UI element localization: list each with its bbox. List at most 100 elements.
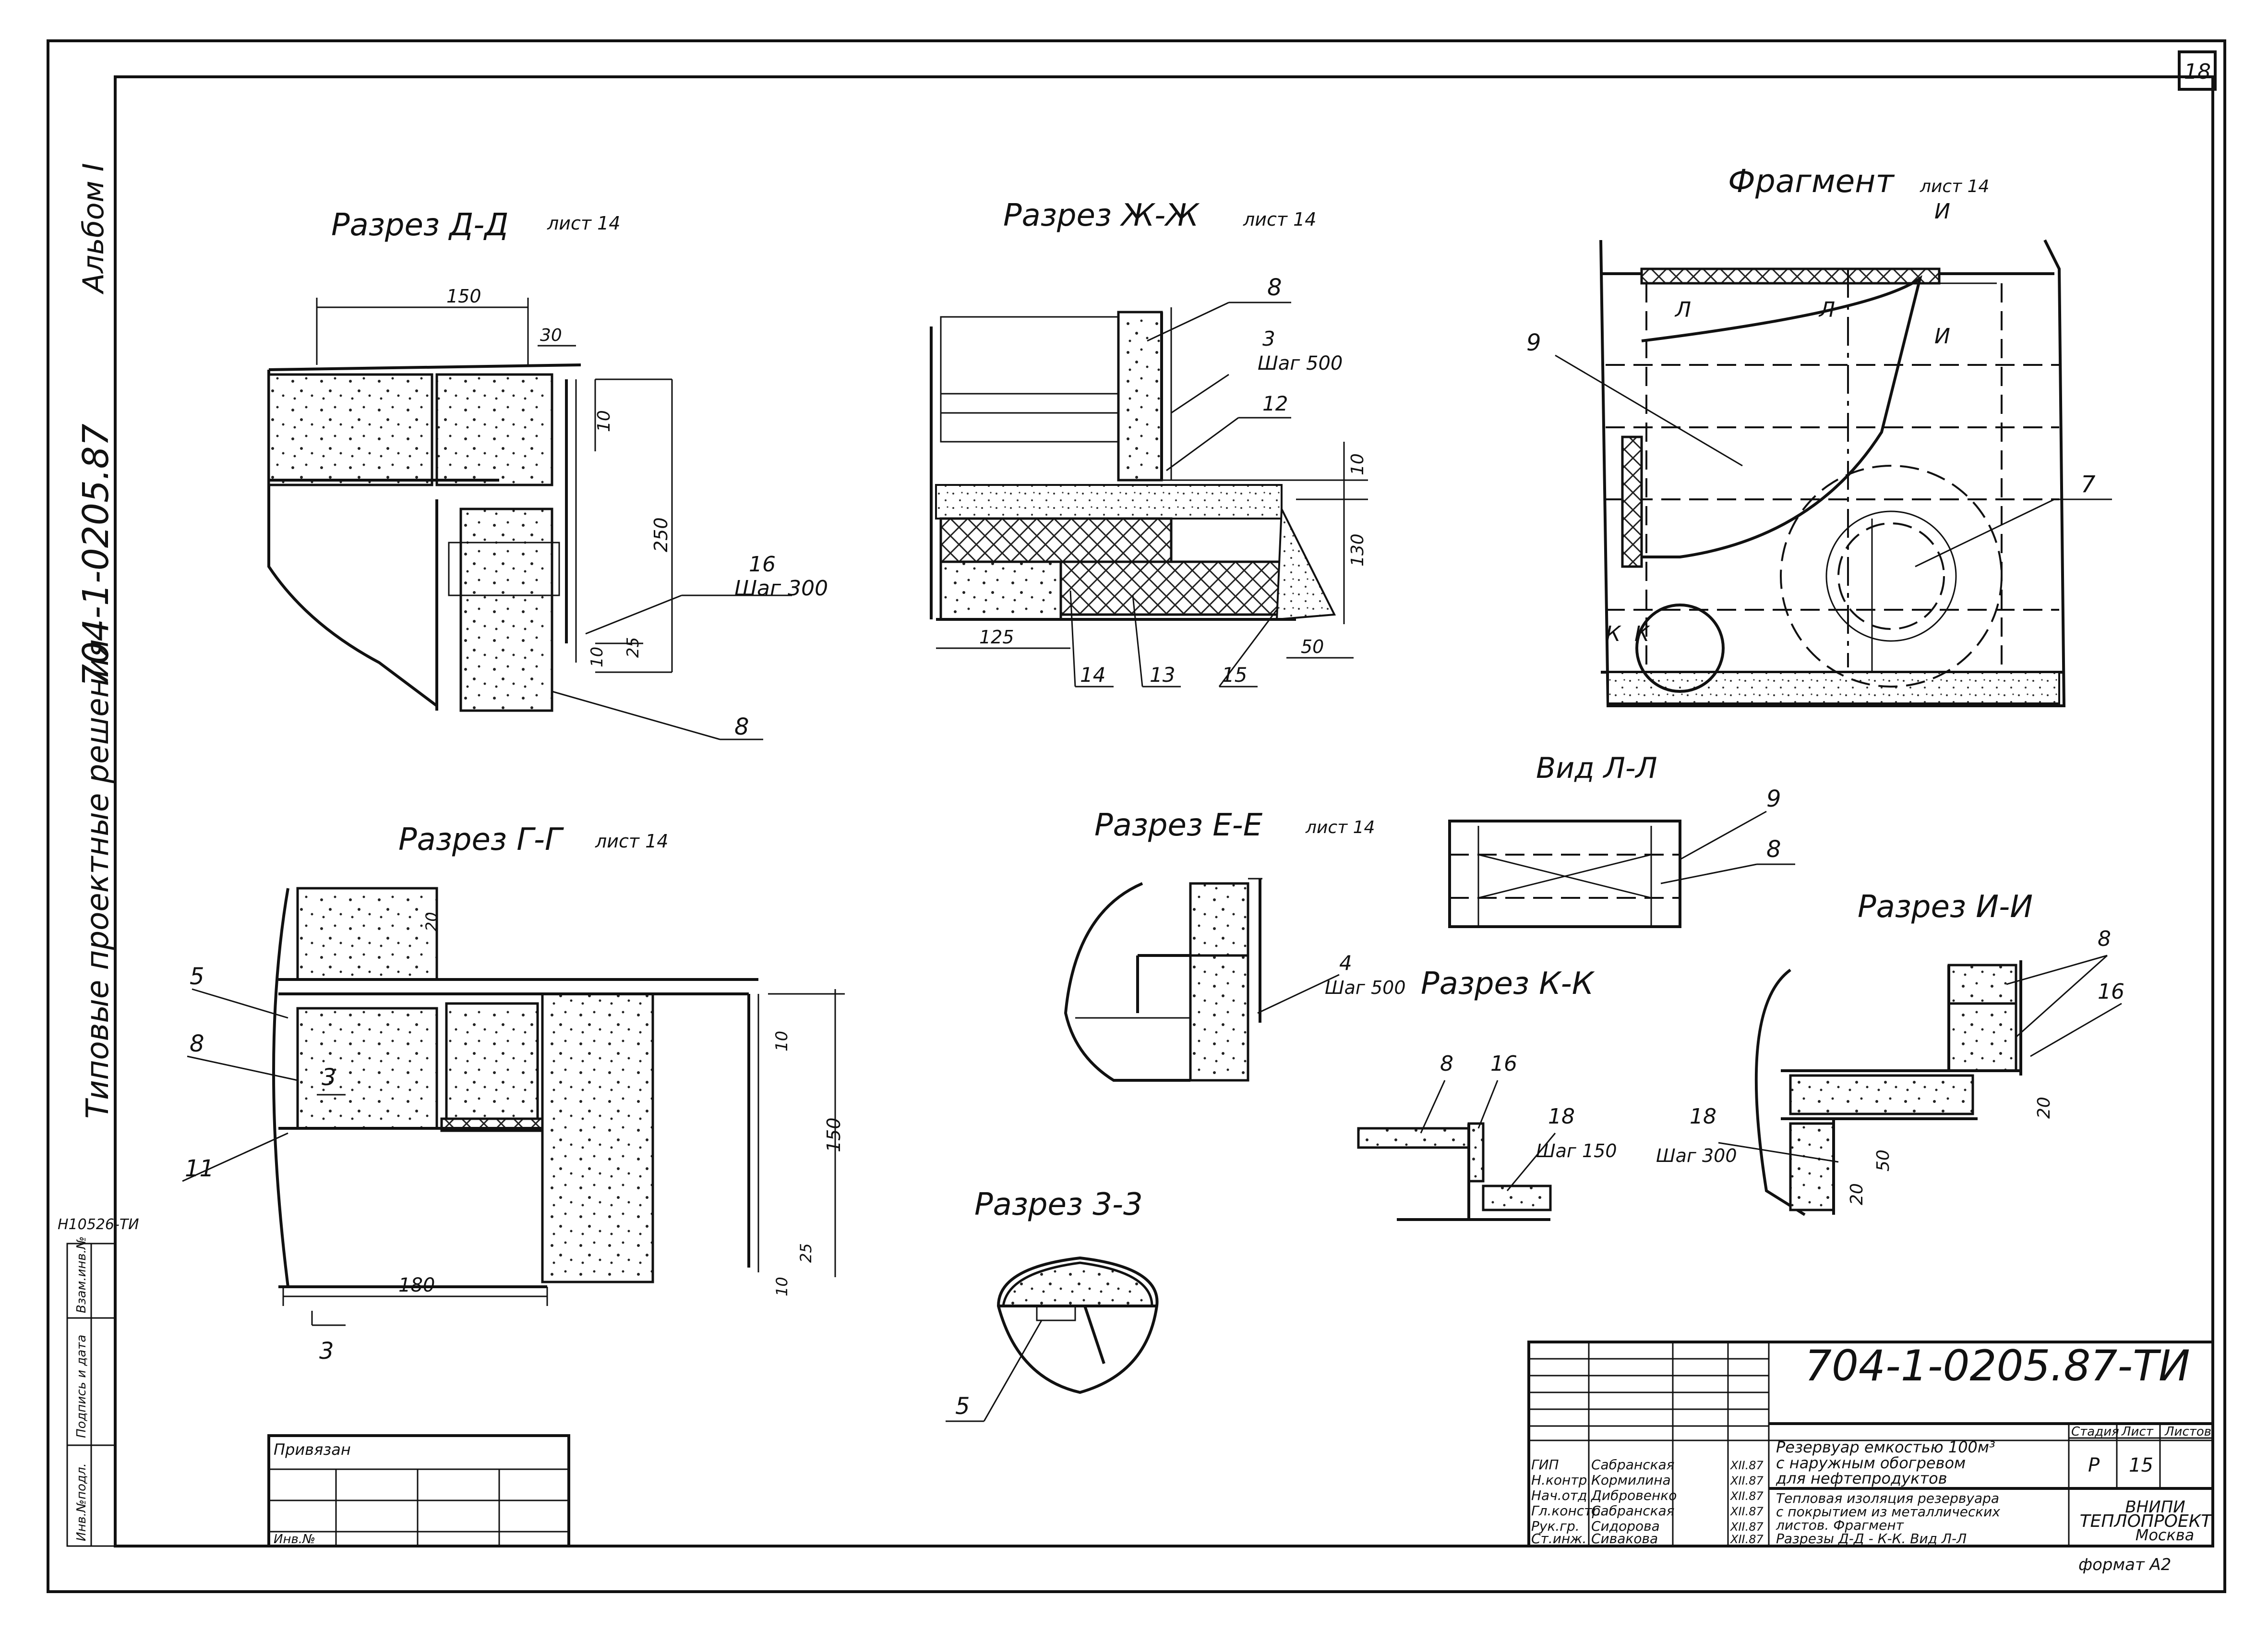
svg-text:25: 25 <box>624 637 643 658</box>
svg-text:И: И <box>1934 199 1950 224</box>
outer-frame <box>47 39 2226 1593</box>
svg-text:Сидорова: Сидорова <box>1591 1518 1660 1534</box>
view-gg: Разрез Г-Г лист 14 150 10 20 25 10 180 5… <box>182 822 845 1365</box>
svg-text:30: 30 <box>540 326 562 345</box>
svg-text:И: И <box>1934 324 1950 349</box>
svg-text:Привязан: Привязан <box>274 1440 351 1459</box>
zz-ref: лист 14 <box>1243 209 1316 230</box>
svg-text:8: 8 <box>190 1030 204 1057</box>
view-33: Разрез 3-3 5 <box>946 1187 1159 1422</box>
svg-text:Шаг 500: Шаг 500 <box>1258 352 1343 375</box>
svg-text:18: 18 <box>1690 1104 1716 1129</box>
svg-text:Сабранская: Сабранская <box>1591 1503 1675 1519</box>
svg-text:9: 9 <box>1526 329 1541 356</box>
ll-title: Вид Л-Л <box>1536 751 1657 785</box>
view-ii: Разрез И-И 8 16 20 50 20 18 Шаг 300 <box>1656 889 2124 1216</box>
svg-text:Рук.гр.: Рук.гр. <box>1531 1518 1580 1534</box>
zz-title: Разрез Ж-Ж <box>1003 198 1200 233</box>
svg-text:Сивакова: Сивакова <box>1591 1531 1658 1547</box>
svg-text:Гл.констр.: Гл.констр. <box>1531 1503 1605 1519</box>
dd-insulation-wall <box>459 508 553 712</box>
title-block: 704-1-0205.87-ТИ ГИП Сабранская XII.87 Н… <box>1527 1341 2214 1547</box>
svg-text:Кормилина: Кормилина <box>1591 1472 1671 1488</box>
svg-text:Шаг 300: Шаг 300 <box>1656 1145 1737 1166</box>
gg-insulation-main <box>296 1007 438 1130</box>
svg-text:8: 8 <box>1440 1052 1453 1076</box>
svg-text:3: 3 <box>1262 327 1275 351</box>
svg-text:Дибровенко: Дибровенко <box>1590 1487 1677 1503</box>
svg-text:Резервуар емкостью 100м³: Резервуар емкостью 100м³ <box>1776 1438 1995 1456</box>
svg-text:8: 8 <box>1267 274 1282 301</box>
archive-number: Н10526-ТИ <box>58 1216 139 1233</box>
ii-title: Разрез И-И <box>1858 889 2033 925</box>
svg-text:с наружным обогревом: с наружным обогревом <box>1776 1454 1966 1472</box>
stamp-inv-podl: Инв.№подл. <box>74 1463 89 1541</box>
binding-block: Привязан Инв.№ <box>267 1434 570 1547</box>
svg-text:Л: Л <box>1818 298 1835 322</box>
sheet-corner-number: 18 <box>2184 60 2211 84</box>
ee-title: Разрез Е-Е <box>1094 808 1263 843</box>
format-note: формат А2 <box>2078 1555 2171 1574</box>
svg-text:10: 10 <box>1348 453 1368 475</box>
svg-text:Разрезы Д-Д - К-К. Вид Л-Л: Разрезы Д-Д - К-К. Вид Л-Л <box>1776 1531 1967 1547</box>
svg-text:10: 10 <box>773 1277 791 1296</box>
svg-text:8: 8 <box>1766 836 1781 863</box>
svg-text:18: 18 <box>1548 1104 1575 1129</box>
svg-text:130: 130 <box>1348 533 1368 567</box>
left-stamp: Инв.№подл. Подпись и дата Взам.инв.№ <box>66 1236 116 1547</box>
svg-text:16: 16 <box>2098 979 2124 1004</box>
s33-title: Разрез 3-3 <box>974 1187 1143 1222</box>
svg-text:3: 3 <box>319 1338 334 1365</box>
svg-text:10: 10 <box>588 647 607 667</box>
svg-text:150: 150 <box>823 1117 844 1152</box>
kk-title: Разрез К-К <box>1421 966 1595 1002</box>
svg-text:14: 14 <box>1080 663 1105 687</box>
svg-text:XII.87: XII.87 <box>1729 1459 1764 1472</box>
svg-text:XII.87: XII.87 <box>1729 1474 1764 1487</box>
svg-text:12: 12 <box>1262 392 1288 415</box>
svg-text:листов. Фрагмент: листов. Фрагмент <box>1776 1517 1904 1533</box>
svg-text:8: 8 <box>734 713 749 740</box>
svg-text:Н.контр.: Н.контр. <box>1531 1472 1591 1488</box>
svg-text:К: К <box>1606 622 1621 646</box>
svg-text:XII.87: XII.87 <box>1729 1489 1764 1503</box>
sheet-number-box <box>2178 50 2217 91</box>
view-kk: Разрез К-К 8 16 18 Шаг 150 <box>1357 966 1617 1221</box>
svg-text:Тепловая изоляция резервуара: Тепловая изоляция резервуара <box>1776 1490 1999 1506</box>
svg-text:10: 10 <box>772 1031 792 1052</box>
side-album: Альбом I <box>77 163 110 295</box>
svg-text:16: 16 <box>749 552 776 577</box>
svg-text:11: 11 <box>185 1155 214 1182</box>
doc-code: 704-1-0205.87-ТИ <box>1805 1341 2190 1390</box>
inner-frame <box>114 75 2214 1547</box>
view-zz: Разрез Ж-Ж лист 14 10 130 125 50 8 3 Шаг… <box>930 198 1368 688</box>
svg-text:3: 3 <box>322 1064 336 1091</box>
svg-text:Листов: Листов <box>2164 1425 2211 1439</box>
svg-text:XII.87: XII.87 <box>1729 1533 1764 1546</box>
svg-text:20: 20 <box>422 912 441 931</box>
svg-text:Л: Л <box>1674 298 1691 322</box>
svg-text:125: 125 <box>979 627 1014 648</box>
svg-text:13: 13 <box>1150 663 1175 687</box>
svg-text:Инв.№: Инв.№ <box>274 1532 315 1547</box>
svg-text:50: 50 <box>1301 636 1324 657</box>
svg-text:250: 250 <box>650 517 672 552</box>
view-ee: Разрез Е-Е лист 14 4 Шаг 500 <box>1064 808 1406 1082</box>
side-series: Типовые проектные решения <box>80 639 116 1119</box>
svg-text:К: К <box>1634 622 1650 646</box>
gg-title: Разрез Г-Г <box>398 822 564 858</box>
view-ll: Вид Л-Л 9 8 <box>1448 751 1795 928</box>
svg-text:Стадия: Стадия <box>2071 1425 2119 1439</box>
svg-text:для нефтепродуктов: для нефтепродуктов <box>1776 1469 1947 1487</box>
stamp-vzam: Взам.инв.№ <box>74 1236 89 1313</box>
svg-text:Москва: Москва <box>2136 1526 2195 1544</box>
svg-text:Ст.инж.: Ст.инж. <box>1531 1531 1586 1547</box>
side-code: 704-1-0205.87 <box>75 423 117 687</box>
svg-text:5: 5 <box>955 1393 970 1420</box>
svg-text:Шаг 500: Шаг 500 <box>1325 977 1406 998</box>
svg-text:150: 150 <box>446 286 481 307</box>
svg-text:15: 15 <box>1222 663 1247 687</box>
ee-ref: лист 14 <box>1305 818 1375 837</box>
svg-text:Шаг 150: Шаг 150 <box>1536 1140 1617 1161</box>
